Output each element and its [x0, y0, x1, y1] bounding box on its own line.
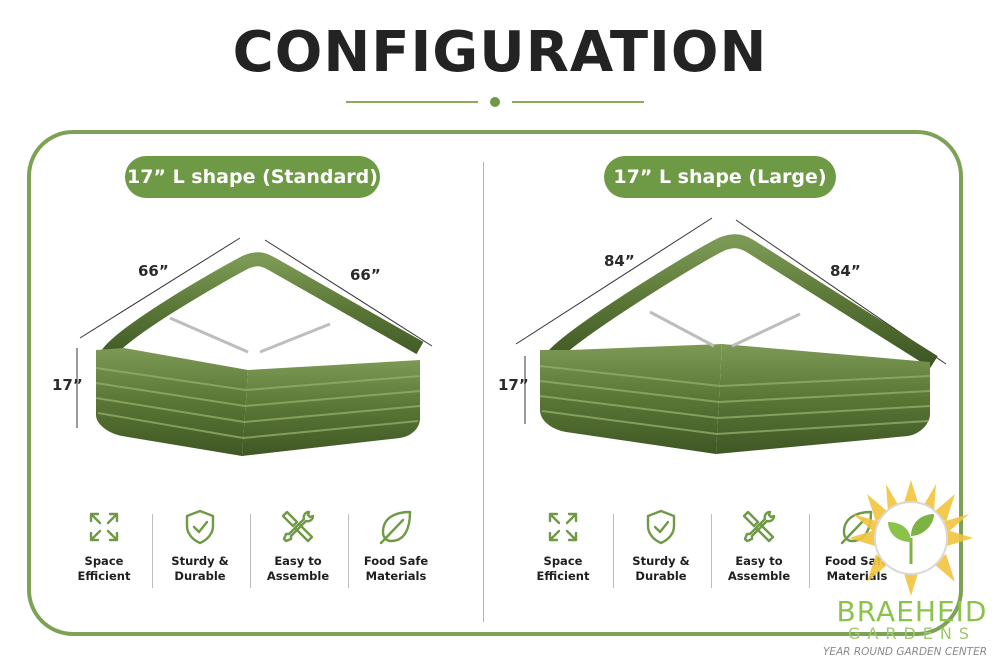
right-depth-label: 84”: [830, 262, 861, 280]
feature-separator: [348, 514, 349, 588]
left-depth-label: 66”: [350, 266, 381, 284]
right-shape-pill: 17” L shape (Large): [604, 156, 836, 198]
left-raised-bed-illustration: [76, 237, 433, 456]
feature-space-efficient: Space Efficient: [515, 508, 611, 584]
feature-separator: [250, 514, 251, 588]
feature-label: Space Efficient: [77, 554, 131, 583]
brand-name: BRAEHEID: [836, 595, 988, 628]
left-shape-pill: 17” L shape (Standard): [125, 156, 380, 198]
feature-easy-assemble: Easy to Assemble: [250, 508, 346, 584]
feature-easy-assemble: Easy to Assemble: [711, 508, 807, 584]
page-title: CONFIGURATION: [232, 20, 768, 85]
right-feature-row: Space Efficient Sturdy & Durable Easy to…: [515, 508, 915, 598]
brand-subname: GARDENS: [847, 624, 976, 643]
title-rule-right: [512, 101, 644, 103]
expand-arrows-icon: [548, 512, 578, 542]
feature-separator: [809, 514, 810, 588]
tools-icon: [742, 510, 776, 543]
feature-label: Easy to Assemble: [266, 554, 330, 583]
feature-label: Space Efficient: [536, 554, 590, 583]
feature-space-efficient: Space Efficient: [56, 508, 152, 584]
leaf-icon: [840, 510, 873, 545]
left-feature-row: Space Efficient Sturdy & Durable Easy to…: [54, 508, 454, 598]
feature-separator: [711, 514, 712, 588]
leaf-icon: [379, 510, 412, 545]
right-height-label: 17”: [498, 376, 529, 394]
feature-sturdy-durable: Sturdy & Durable: [152, 508, 248, 584]
left-width-label: 66”: [138, 262, 169, 280]
feature-label: Easy to Assemble: [727, 554, 791, 583]
brand-tagline: YEAR ROUND GARDEN CENTER: [822, 646, 988, 658]
tools-icon: [281, 510, 315, 543]
panel-divider: [483, 162, 484, 622]
title-rule-left: [346, 101, 478, 103]
sun-sprout-logo: [849, 480, 973, 596]
feature-label: Food Safe Materials: [363, 554, 429, 583]
right-width-label: 84”: [604, 252, 635, 270]
left-height-label: 17”: [52, 376, 83, 394]
feature-label: Sturdy & Durable: [632, 554, 690, 583]
expand-arrows-icon: [89, 512, 119, 542]
shield-check-icon: [185, 509, 215, 545]
shield-check-icon: [646, 509, 676, 545]
title-dot: [490, 97, 500, 107]
feature-label: Sturdy & Durable: [171, 554, 229, 583]
configuration-frame: [27, 130, 963, 636]
feature-separator: [613, 514, 614, 588]
feature-separator: [152, 514, 153, 588]
right-raised-bed-illustration: [515, 217, 947, 454]
feature-food-safe: Food Safe Materials: [348, 508, 444, 584]
feature-sturdy-durable: Sturdy & Durable: [613, 508, 709, 584]
